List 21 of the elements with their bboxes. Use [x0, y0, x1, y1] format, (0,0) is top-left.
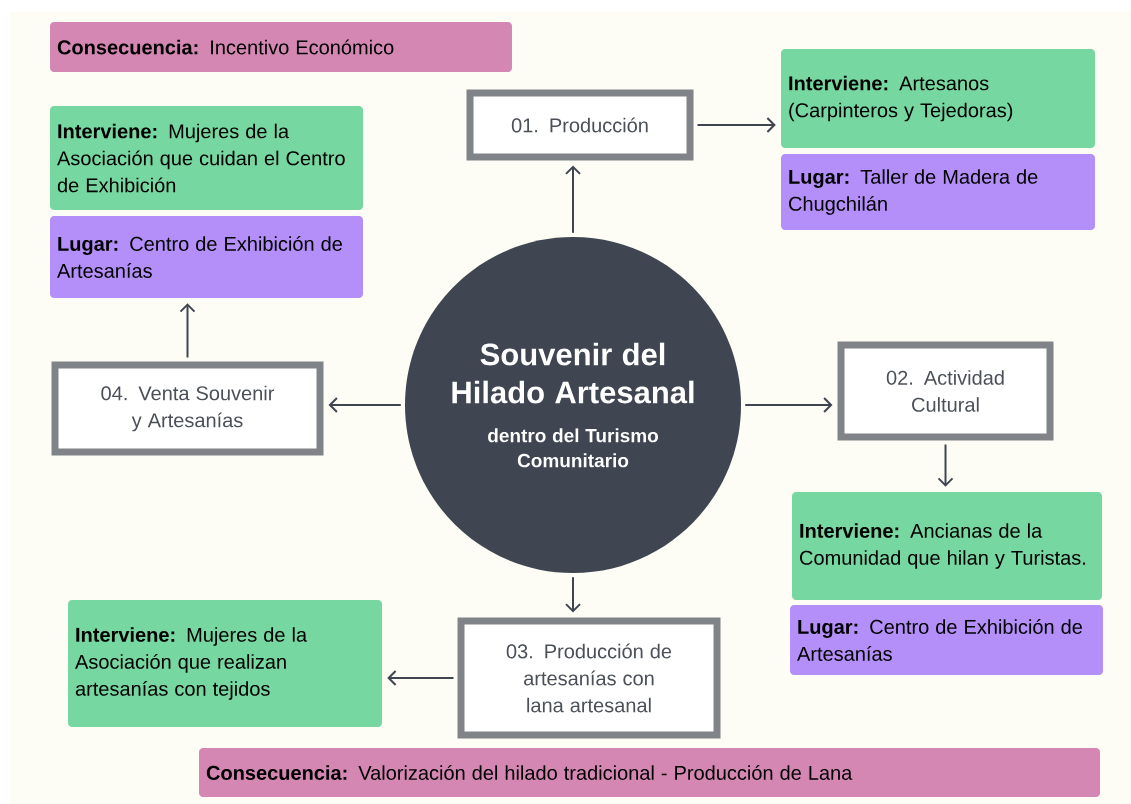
place-box: Lugar: Centro de Exhibición de Artesanías — [50, 216, 363, 298]
step-box: 04. Venta Souvenir y Artesanías — [51, 361, 324, 456]
consequence-banner: Consecuencia: Incentivo Económico — [50, 22, 512, 72]
step-box: 03. Producción de artesanías con lana artesanal — [457, 617, 721, 739]
place-box: Lugar: Taller de Madera de Chugchilán — [781, 154, 1095, 230]
arrow — [937, 443, 954, 487]
step-box: 02. Actividad Cultural — [837, 341, 1054, 441]
step-box: 01. Producción — [466, 89, 694, 161]
arrow — [387, 670, 455, 686]
arrow — [565, 576, 581, 613]
arrow — [328, 397, 402, 413]
arrow — [179, 303, 196, 359]
participant-box: Interviene: Artesanos (Carpinteros y Tejedoras) — [781, 49, 1095, 148]
arrow — [696, 117, 776, 133]
participant-box: Interviene: Mujeres de la Asociación que realizan artesanías con tejidos — [68, 600, 382, 727]
arrow — [744, 397, 833, 413]
participant-box: Interviene: Mujeres de la Asociación que cuidan el Centro de Exhibición — [50, 106, 363, 210]
arrow — [565, 165, 581, 234]
place-box: Lugar: Centro de Exhibición de Artesanías — [790, 605, 1103, 675]
consequence-banner: Consecuencia: Valorización del hilado tradicional - Producción de Lana — [199, 748, 1100, 797]
participant-box: Interviene: Ancianas de la Comunidad que hilan y Turistas. — [792, 492, 1102, 600]
